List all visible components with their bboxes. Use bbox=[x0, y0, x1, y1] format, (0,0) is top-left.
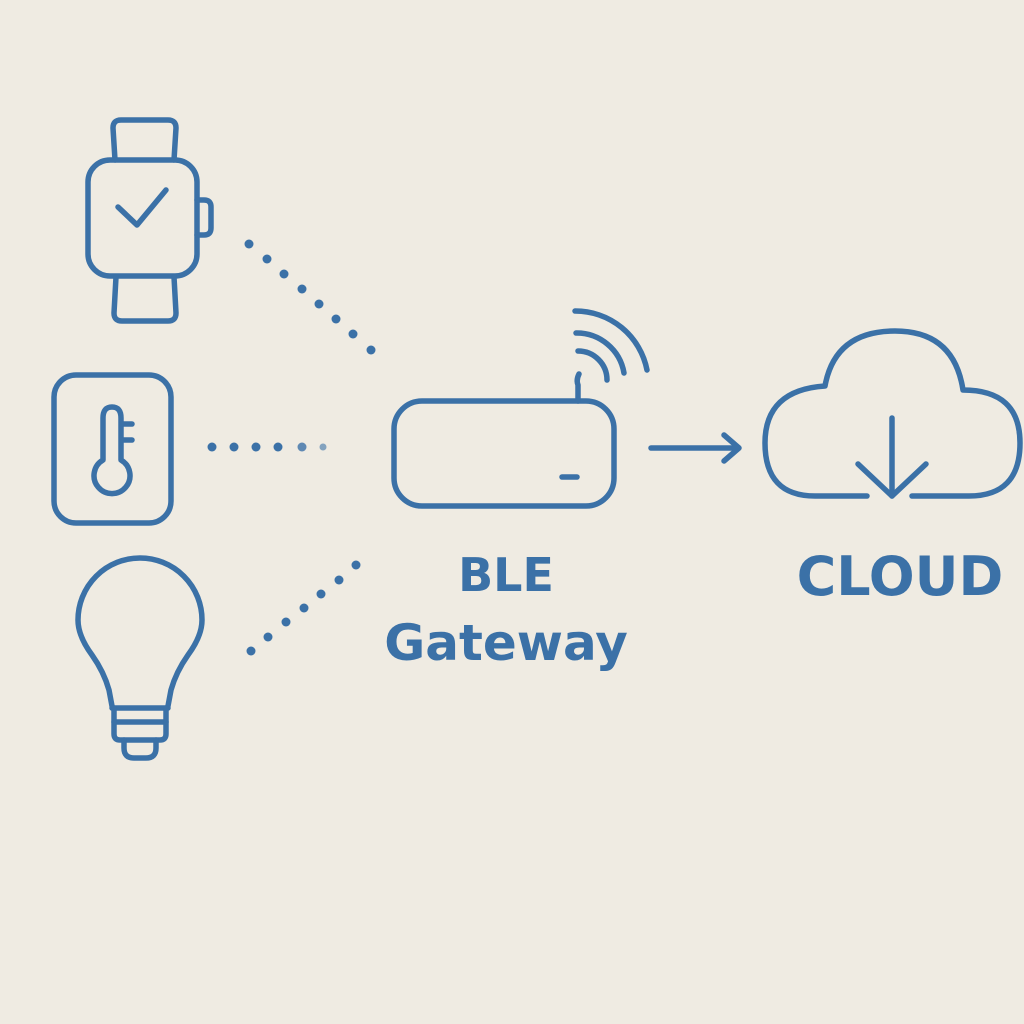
gateway-label-gateway: Gateway bbox=[384, 614, 628, 672]
connection-dot bbox=[263, 632, 273, 642]
lightbulb-icon bbox=[75, 555, 205, 761]
connection-dot bbox=[207, 442, 217, 452]
connection-dot bbox=[246, 646, 256, 656]
arrow-gateway-to-cloud bbox=[648, 432, 742, 464]
connection-dot bbox=[366, 345, 376, 355]
connection-sensor-to-gateway bbox=[207, 442, 327, 452]
connection-dot bbox=[279, 269, 289, 279]
connection-dot bbox=[316, 589, 326, 599]
connection-dot bbox=[297, 284, 307, 294]
connection-watch-to-gateway bbox=[244, 239, 376, 355]
connection-dot bbox=[348, 329, 358, 339]
connection-dot bbox=[334, 575, 344, 585]
connection-dot bbox=[297, 442, 307, 452]
signal-wave-medium bbox=[573, 330, 627, 376]
connection-dot bbox=[251, 442, 261, 452]
connection-bulb-to-gateway bbox=[246, 560, 361, 656]
signal-wave-large bbox=[572, 308, 650, 373]
connection-dot bbox=[299, 603, 309, 613]
cloud-label: CLOUD bbox=[796, 545, 1004, 608]
connection-dot bbox=[273, 442, 283, 452]
cloud-download-icon bbox=[762, 328, 1023, 499]
connection-dot bbox=[319, 443, 327, 451]
connection-dot bbox=[281, 617, 291, 627]
thermometer-icon bbox=[51, 372, 174, 526]
connection-dot bbox=[229, 442, 239, 452]
connection-dot bbox=[314, 299, 324, 309]
connection-dot bbox=[331, 314, 341, 324]
signal-wave-small bbox=[575, 348, 610, 383]
connection-dot bbox=[351, 560, 361, 570]
router-icon bbox=[391, 308, 650, 509]
connection-dot bbox=[262, 254, 272, 264]
smartwatch-icon bbox=[85, 117, 214, 324]
connection-dot bbox=[244, 239, 254, 249]
gateway-label-ble: BLE bbox=[458, 548, 554, 602]
